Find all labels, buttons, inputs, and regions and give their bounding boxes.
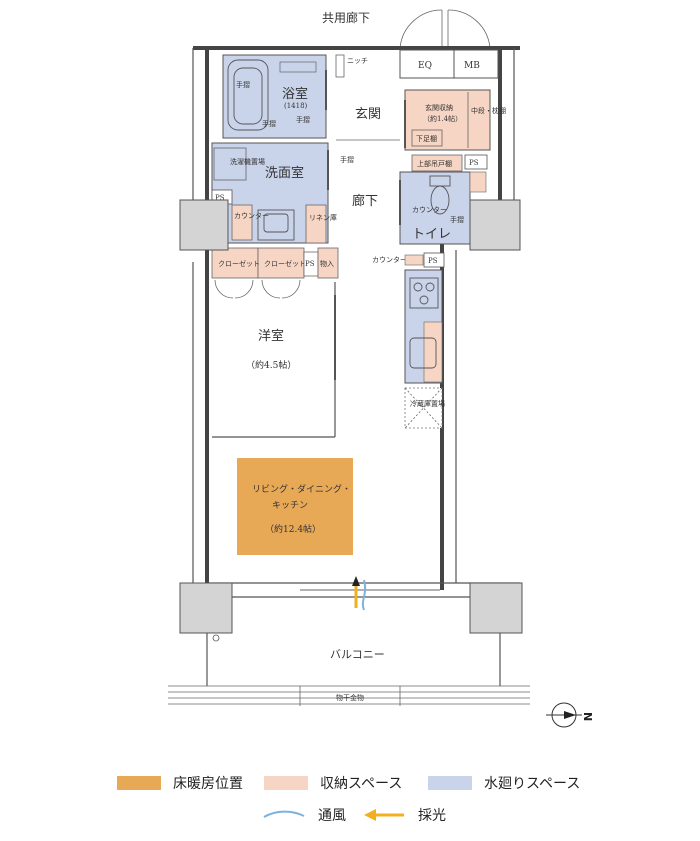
closet-right-label: クローゼット (264, 259, 306, 268)
ps-closet-label: PS (305, 260, 315, 268)
legend-storage-swatch (264, 776, 308, 790)
kitchen-stove (409, 277, 439, 309)
ps-toilet-label: PS (469, 159, 479, 167)
entrance-door-swings (399, 9, 491, 49)
ps-washroom-label: PS (215, 194, 225, 202)
ps-hall (423, 252, 445, 268)
toilet-area (399, 171, 471, 245)
legend-airflow-icon (263, 810, 305, 818)
ldk-size: （約12.4帖） (265, 523, 321, 535)
toilet-handrail: 手摺 (450, 215, 464, 224)
ps-toilet (464, 154, 488, 170)
legend: 床暖房位置 収納スペース 水廻りスペース 通風 採光 (0, 760, 700, 840)
toilet-storage-strip (469, 171, 487, 193)
closet-door-swings (214, 279, 301, 299)
legend-light-label: 採光 (418, 808, 446, 824)
column-2 (469, 199, 521, 251)
toilet-counter-label: カウンター (412, 205, 447, 214)
legend-light-icon (364, 809, 404, 821)
north-compass (546, 702, 582, 728)
legend-airflow: 通風 (262, 805, 346, 825)
floor-heating-area (237, 458, 353, 555)
legend-heating-label: 床暖房位置 (173, 776, 243, 792)
entrance-storage-size: （約1.4帖） (423, 114, 462, 123)
kitchen-sink (409, 337, 437, 369)
ps-hall-label: PS (428, 257, 438, 265)
wall-cabinet-label: 上部吊戸棚 (417, 159, 452, 168)
legend-water-label: 水廻りスペース (484, 776, 581, 792)
floor-plan: 共用廊下 浴室 (1418) 手摺 手摺 手摺 ニッチ EQ MB 玄関 (168, 9, 594, 728)
washroom-counter-label: カウンター (234, 211, 269, 220)
balcony-label: バルコニー (330, 648, 385, 661)
kitchen-counter (423, 321, 443, 383)
niche (335, 54, 345, 78)
bathtub (227, 59, 269, 131)
column-1 (179, 199, 229, 251)
legend-airflow-label: 通風 (318, 808, 346, 824)
hallway-label: 廊下 (352, 193, 378, 209)
legend-water: 水廻りスペース (428, 773, 580, 793)
legend-storage: 収納スペース (264, 773, 402, 793)
hall-counter (404, 254, 424, 266)
light-arrowhead (352, 576, 360, 586)
legend-heating-swatch (117, 776, 161, 790)
bath-size: (1418) (284, 102, 308, 110)
column-3 (179, 582, 233, 634)
bath-floor (279, 61, 317, 73)
entrance-label: 玄関 (355, 107, 381, 122)
legend-heating: 床暖房位置 (117, 773, 243, 793)
balcony-railing (168, 685, 530, 706)
washer-pan (213, 147, 247, 181)
ldk-label-line1: リビング・ダイニング・ (252, 483, 351, 495)
railing-label: 物干金物 (336, 693, 364, 702)
bath-handrail-2: 手摺 (262, 119, 276, 128)
bath-label: 浴室 (282, 86, 308, 102)
legend-storage-label: 収納スペース (320, 776, 403, 792)
closet-left-label: クローゼット (218, 259, 260, 268)
washroom-label: 洗面室 (265, 165, 304, 181)
shoe-shelf (411, 129, 443, 147)
linen-label: リネン庫 (309, 213, 337, 222)
fridge-label: 冷蔵庫置場 (410, 399, 445, 408)
column-4 (469, 582, 523, 634)
hallway-handrail: 手摺 (340, 155, 354, 164)
bath-handrail-1: 手摺 (236, 80, 250, 89)
niche-label: ニッチ (347, 57, 368, 65)
wall-cabinet (411, 154, 463, 172)
storage-nook-label: 物入 (320, 259, 334, 268)
north-label: N (581, 712, 594, 721)
washbasin (257, 209, 295, 241)
shared-corridor-label: 共用廊下 (322, 10, 370, 25)
hall-counter-label: カウンター (372, 255, 407, 264)
airflow-indicator (361, 579, 367, 611)
legend-water-swatch (428, 776, 472, 790)
toilet-bowl (429, 175, 451, 215)
mb-box (453, 49, 499, 79)
mid-shelf-label: 中段・枕棚 (471, 106, 506, 115)
drain (212, 634, 220, 642)
washer-pan-label: 洗濯機置場 (230, 157, 265, 166)
ldk-label-line2: キッチン (272, 500, 308, 511)
bath-handrail-3: 手摺 (296, 115, 310, 124)
western-room-size: （約4.5帖） (246, 359, 296, 371)
toilet-label: トイレ (412, 227, 451, 242)
closet-right (257, 247, 305, 279)
western-room-label: 洋室 (258, 328, 284, 344)
mb-label: MB (464, 61, 480, 71)
closet-left (211, 247, 259, 279)
entrance-storage-label: 玄関収納 (425, 103, 453, 112)
shoe-shelf-label: 下足棚 (416, 134, 437, 143)
washroom-counter (231, 204, 253, 241)
legend-light: 採光 (362, 805, 446, 825)
linen-closet (305, 204, 327, 244)
storage-nook (317, 247, 339, 279)
eq-label: EQ (418, 61, 432, 71)
